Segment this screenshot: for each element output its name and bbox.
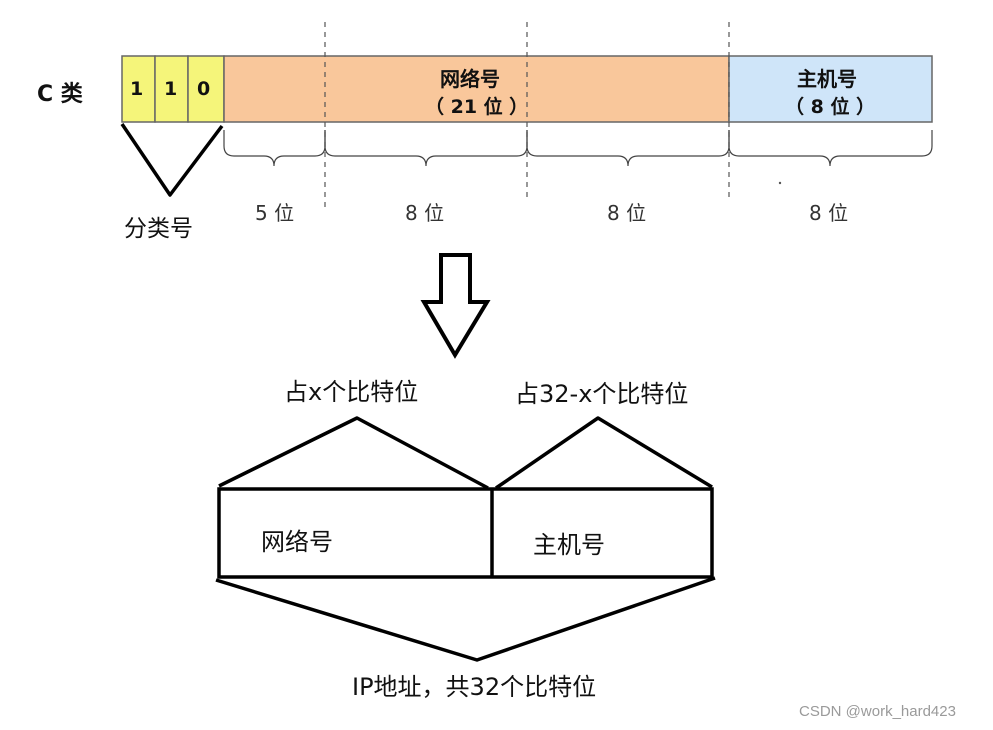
host-bits-triangle — [495, 416, 713, 490]
segment-label-2: 8 位 — [405, 201, 445, 225]
network-bits-triangle — [218, 416, 489, 490]
class-bit-3: 0 — [197, 78, 211, 100]
segment-label-1: 5 位 — [255, 201, 295, 225]
class-bits-label: 分类号 — [124, 216, 193, 242]
class-bit-box-2 — [154, 55, 189, 123]
segment-brace — [526, 130, 730, 167]
host-box-label: 主机号 — [533, 531, 605, 559]
network-field-subtitle: （ 21 位 ） — [425, 96, 529, 118]
host-field-subtitle: （ 8 位 ） — [785, 96, 876, 118]
host-field-box — [728, 55, 933, 123]
host-field-title: 主机号 — [797, 67, 857, 91]
network-bits-label: 占x个比特位 — [284, 378, 419, 406]
network-field-box — [223, 55, 730, 123]
segment-brace — [728, 130, 933, 167]
total-bits-triangle — [215, 576, 716, 662]
network-box-label: 网络号 — [261, 528, 333, 556]
class-bit-box-1 — [121, 55, 156, 123]
class-label: C 类 — [37, 82, 83, 107]
host-bits-label: 占32-x个比特位 — [515, 380, 689, 408]
total-bits-label: IP地址，共32个比特位 — [352, 673, 597, 701]
class-bits-pointer — [120, 123, 224, 197]
class-bit-box-3 — [187, 55, 225, 123]
stray-dot — [778, 181, 782, 185]
down-arrow-icon — [420, 253, 491, 359]
segment-brace — [324, 130, 528, 167]
class-bit-1: 1 — [130, 78, 144, 100]
ip-address-box — [217, 487, 714, 579]
segment-label-3: 8 位 — [607, 201, 647, 225]
class-bit-2: 1 — [164, 78, 178, 100]
watermark: CSDN @work_hard423 — [799, 703, 956, 720]
segment-label-4: 8 位 — [809, 201, 849, 225]
network-field-title: 网络号 — [440, 67, 500, 91]
segment-brace — [223, 130, 326, 167]
